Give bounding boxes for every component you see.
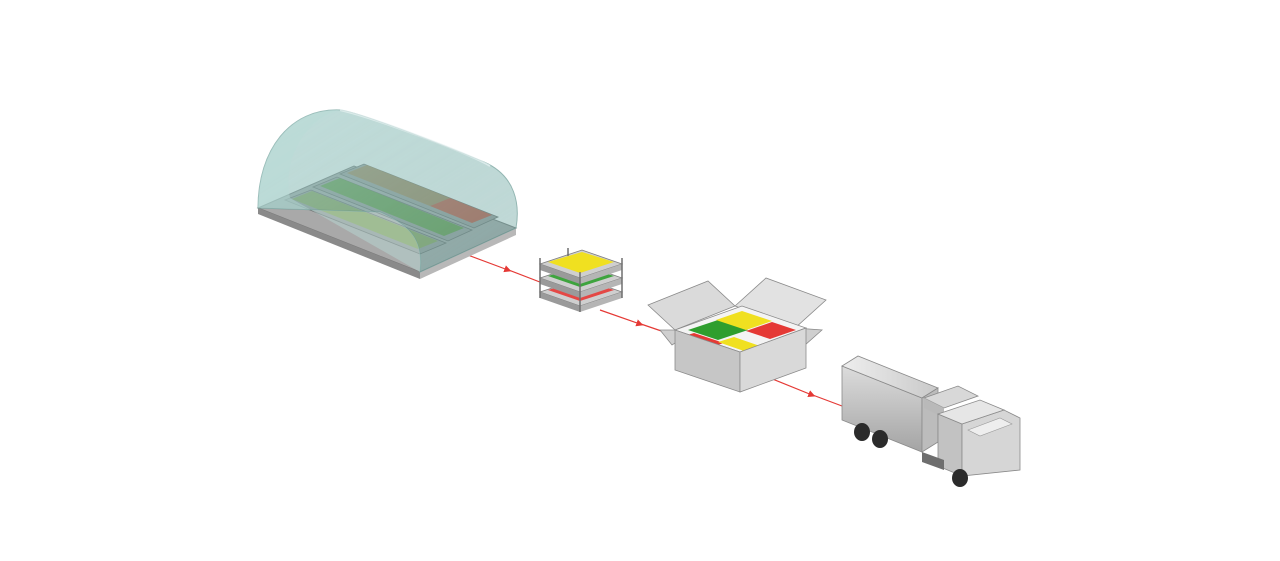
arrow-greenhouse-to-crate-tail [505,268,546,285]
arrow-box-to-truck [769,377,816,397]
truck-wheel [854,423,870,441]
truck-icon [841,355,1021,487]
arrow-box-to-truck-tail [809,393,843,407]
stacked-crate-icon [538,248,624,312]
truck-wheel [872,430,888,448]
greenhouse-icon [256,109,518,279]
open-box-icon [647,277,827,393]
arrow-greenhouse-to-crate [464,253,512,273]
arrow-crate-to-box [599,309,644,327]
truck-wheel [952,469,968,487]
flow-arrows [464,253,843,407]
